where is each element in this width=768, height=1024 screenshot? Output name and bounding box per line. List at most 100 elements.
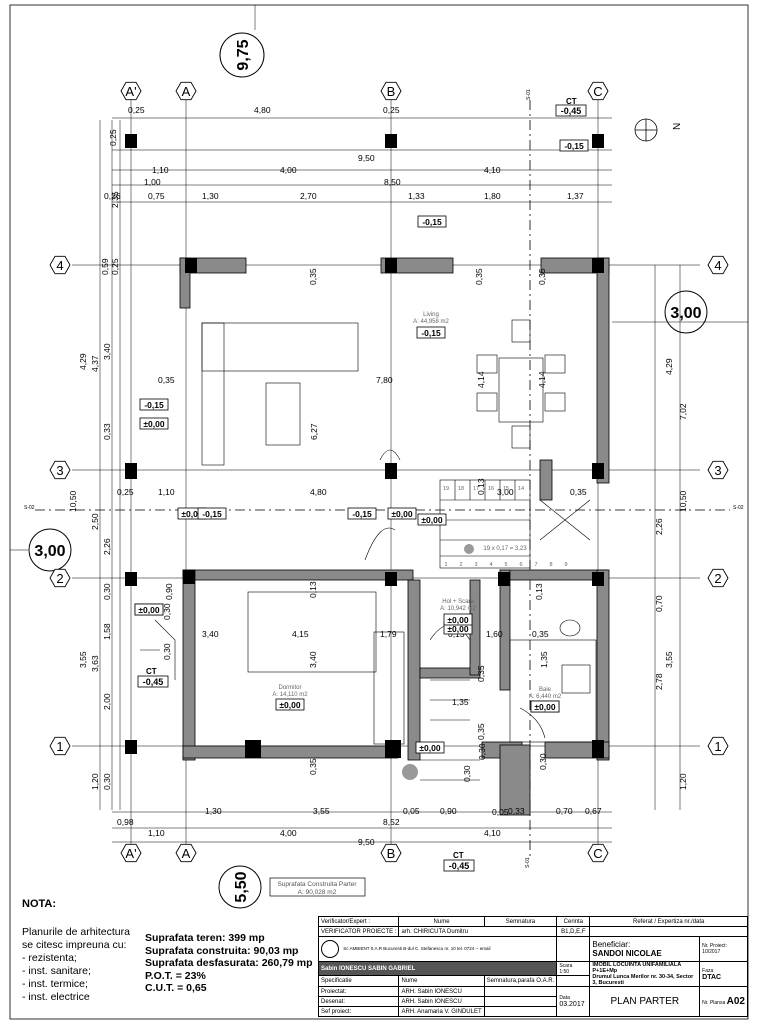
dimension-label: 2,26 bbox=[654, 518, 664, 535]
dimension-label: 1,10 bbox=[148, 828, 165, 838]
svg-text:1: 1 bbox=[714, 739, 721, 754]
axis-marker-col-top: C bbox=[587, 81, 609, 101]
svg-text:3,00: 3,00 bbox=[670, 305, 701, 322]
stair-formula: 19 x 0,17 = 3,23 bbox=[483, 546, 527, 552]
dimension-label: 0,25 bbox=[108, 129, 118, 146]
svg-text:-0,15: -0,15 bbox=[564, 141, 584, 151]
dimension-label: 1,10 bbox=[158, 487, 175, 497]
tb-proiectat: Proiectat: bbox=[317, 986, 400, 997]
dimension-circle-right: 3,00 bbox=[664, 290, 708, 334]
dimension-label: 1,37 bbox=[567, 191, 584, 201]
svg-text:C: C bbox=[593, 846, 602, 861]
dimension-label: 4,37 bbox=[90, 355, 100, 372]
svg-text:N: N bbox=[672, 123, 683, 130]
ct-label-left: CT -0,45 bbox=[137, 667, 169, 688]
svg-text:5,50: 5,50 bbox=[233, 871, 250, 902]
dimension-label: 0,30 bbox=[162, 643, 172, 660]
tb-firm-info: Sc AMBIENT 0.A.R Bucuresti B-dul C. Stef… bbox=[317, 936, 558, 962]
svg-text:B: B bbox=[387, 846, 396, 861]
axis-marker-row-left: 1 bbox=[49, 736, 71, 756]
svg-text:-0,15: -0,15 bbox=[352, 509, 372, 519]
stair-step-number: 16 bbox=[488, 486, 494, 492]
dimension-label: 7,80 bbox=[376, 375, 393, 385]
axis-marker-row-left: 4 bbox=[49, 255, 71, 275]
tb-project-title: IMOBIL LOCUINTA UNIFAMILIALA P+1E+Mp bbox=[592, 962, 681, 974]
dimension-label: 8,50 bbox=[384, 177, 401, 187]
dimension-label: 2,00 bbox=[102, 693, 112, 710]
svg-text:A: A bbox=[182, 84, 191, 99]
dimension-circle-left: 3,00 bbox=[28, 528, 72, 572]
notes-line: se citesc impreuna cu: bbox=[22, 939, 127, 951]
svg-text:±0,00: ±0,00 bbox=[419, 743, 440, 753]
dimension-label: 7,02 bbox=[678, 403, 688, 420]
notes-title: NOTA: bbox=[22, 898, 57, 910]
level-tag: ±0,00 bbox=[139, 417, 169, 430]
dimension-label: 10,50 bbox=[68, 490, 78, 512]
stair-step-number: 18 bbox=[458, 486, 464, 492]
dimension-label: 1,30 bbox=[205, 806, 222, 816]
axis-marker-col-top: A' bbox=[120, 81, 142, 101]
sheet-border bbox=[9, 4, 749, 1020]
tb-faza-value: DTAC bbox=[702, 973, 722, 981]
stair-start-dot bbox=[464, 544, 474, 554]
svg-text:C: C bbox=[593, 84, 602, 99]
dimension-label: 3,55 bbox=[78, 651, 88, 668]
svg-text:-0,45: -0,45 bbox=[143, 677, 164, 687]
dimension-label: 0,26 bbox=[104, 191, 121, 201]
section-marker-left: S-02 bbox=[24, 505, 35, 511]
stair-step-number: 8 bbox=[549, 562, 552, 568]
dimension-label: 4,00 bbox=[280, 828, 297, 838]
svg-text:±0,00: ±0,00 bbox=[138, 605, 159, 615]
dimension-label: 1,35 bbox=[539, 651, 549, 668]
room-bedroom: Dormitor A: 14,110 m2 ±0,00 bbox=[272, 685, 308, 711]
svg-text:Living: Living bbox=[423, 312, 439, 318]
svg-text:3: 3 bbox=[714, 463, 721, 478]
stair-step-number: 3 bbox=[474, 562, 477, 568]
notes-line: - rezistenta; bbox=[22, 952, 77, 964]
dimension-label: 1,80 bbox=[484, 191, 501, 201]
svg-text:9,75: 9,75 bbox=[235, 39, 252, 70]
svg-text:CT: CT bbox=[566, 97, 577, 106]
tb-cerinta-value: B1,D,E,F bbox=[556, 926, 591, 937]
svg-text:2: 2 bbox=[714, 571, 721, 586]
level-tag: ±0,00 bbox=[387, 507, 417, 520]
stair-step-number: 2 bbox=[459, 562, 462, 568]
dimension-label: 1,30 bbox=[202, 191, 219, 201]
level-tag: -0,15 bbox=[559, 139, 589, 152]
dimension-label: 0,75 bbox=[148, 191, 165, 201]
dimension-label: 4,15 bbox=[292, 629, 309, 639]
dimension-circle-top: 9,75 bbox=[219, 32, 265, 78]
firm-logo-icon bbox=[321, 940, 339, 958]
tb-semnatura-parafa: Semnatura,parafa O.A.R. bbox=[483, 975, 558, 987]
dimension-label: 0,67 bbox=[585, 806, 602, 816]
tb-nr-plansa-label: Nr. Plansa bbox=[702, 1000, 726, 1006]
dimension-label: 4,29 bbox=[664, 358, 674, 375]
axis-marker-col-top: A bbox=[175, 81, 197, 101]
tb-sef-name: ARH. Anamaria V. GINDULET bbox=[398, 1006, 485, 1017]
tb-verificator-name: arh. CHIRICUTA Dumitru bbox=[398, 926, 558, 937]
site-statistics: Suprafata teren: 399 mp Suprafata constr… bbox=[145, 932, 313, 995]
dimension-label: 0,90 bbox=[164, 583, 174, 600]
dimension-label: 0,05 bbox=[403, 806, 420, 816]
tb-semnatura-header: Semnatura bbox=[483, 916, 558, 927]
level-tag: -0,15 bbox=[347, 507, 377, 520]
svg-text:A': A' bbox=[125, 846, 136, 861]
svg-text:±0,00: ±0,00 bbox=[534, 702, 555, 712]
dimension-label: 0,35 bbox=[476, 723, 486, 740]
dimension-label: 0,13 bbox=[308, 581, 318, 598]
dimension-label: 2,78 bbox=[654, 673, 664, 690]
notes-line: - inst. termice; bbox=[22, 978, 88, 990]
svg-text:Hol + Scara: Hol + Scara bbox=[442, 599, 474, 605]
tb-scara-value: 1:50 bbox=[559, 968, 570, 975]
dimension-label: 3,00 bbox=[497, 487, 514, 497]
tb-project-address: Drumul Lunca Merilor nr. 30-34, Sector 3… bbox=[592, 974, 694, 986]
dimension-label: 1,79 bbox=[380, 629, 397, 639]
dimension-label: 2,35 bbox=[110, 191, 120, 208]
tb-author-line: Sabin IONESCU SABIN GABRIEL bbox=[317, 960, 558, 977]
room-bathroom: Baie A: 6,440 m2 ±0,00 bbox=[529, 687, 562, 713]
axis-marker-row-right: 3 bbox=[707, 460, 729, 480]
svg-text:-0,45: -0,45 bbox=[449, 861, 470, 871]
svg-text:A: A bbox=[182, 846, 191, 861]
tb-cerinta-header: Cerinta bbox=[556, 916, 591, 927]
